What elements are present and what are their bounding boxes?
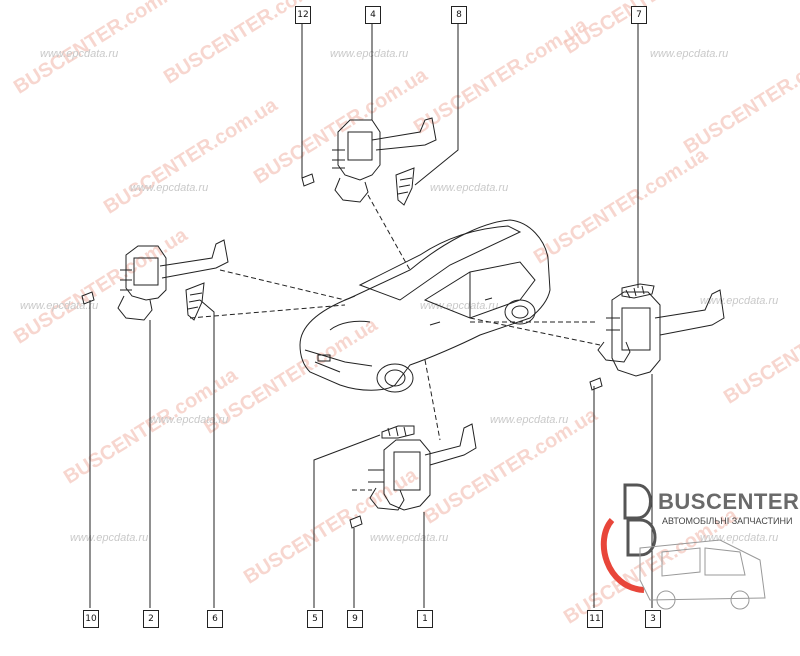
callout-label: 11 (587, 610, 603, 628)
door-check-lower (349, 423, 477, 529)
brand-logo-tagline: АВТОМОБІЛЬНІ ЗАПЧАСТИНИ (662, 516, 793, 526)
callout-leaders (89, 20, 653, 608)
door-check-left (81, 239, 229, 321)
callout-label: 5 (307, 610, 323, 628)
watermark: www.epcdata.ru (150, 414, 229, 426)
watermark: www.epcdata.ru (370, 532, 449, 544)
callout-label: 12 (295, 6, 311, 24)
callout-label: 2 (143, 610, 159, 628)
door-check-right (589, 283, 725, 391)
watermark: www.epcdata.ru (700, 295, 779, 307)
callout-label: 7 (631, 6, 647, 24)
dashed-leader-lines (189, 194, 601, 491)
door-check-upper (301, 117, 437, 206)
watermark: www.epcdata.ru (430, 182, 509, 194)
callout-label: 3 (645, 610, 661, 628)
watermark: www.epcdata.ru (330, 48, 409, 60)
watermark: www.epcdata.ru (20, 300, 99, 312)
watermark: www.epcdata.ru (420, 300, 499, 312)
callout-label: 8 (451, 6, 467, 24)
watermark: www.epcdata.ru (40, 48, 119, 60)
watermark: www.epcdata.ru (130, 182, 209, 194)
callout-label: 10 (83, 610, 99, 628)
callout-label: 4 (365, 6, 381, 24)
callout-label: 9 (347, 610, 363, 628)
watermark: www.epcdata.ru (650, 48, 729, 60)
callout-label: 1 (417, 610, 433, 628)
brand-logo-text: BUSCENTER (658, 489, 800, 514)
watermark: www.epcdata.ru (490, 414, 569, 426)
callout-label: 6 (207, 610, 223, 628)
